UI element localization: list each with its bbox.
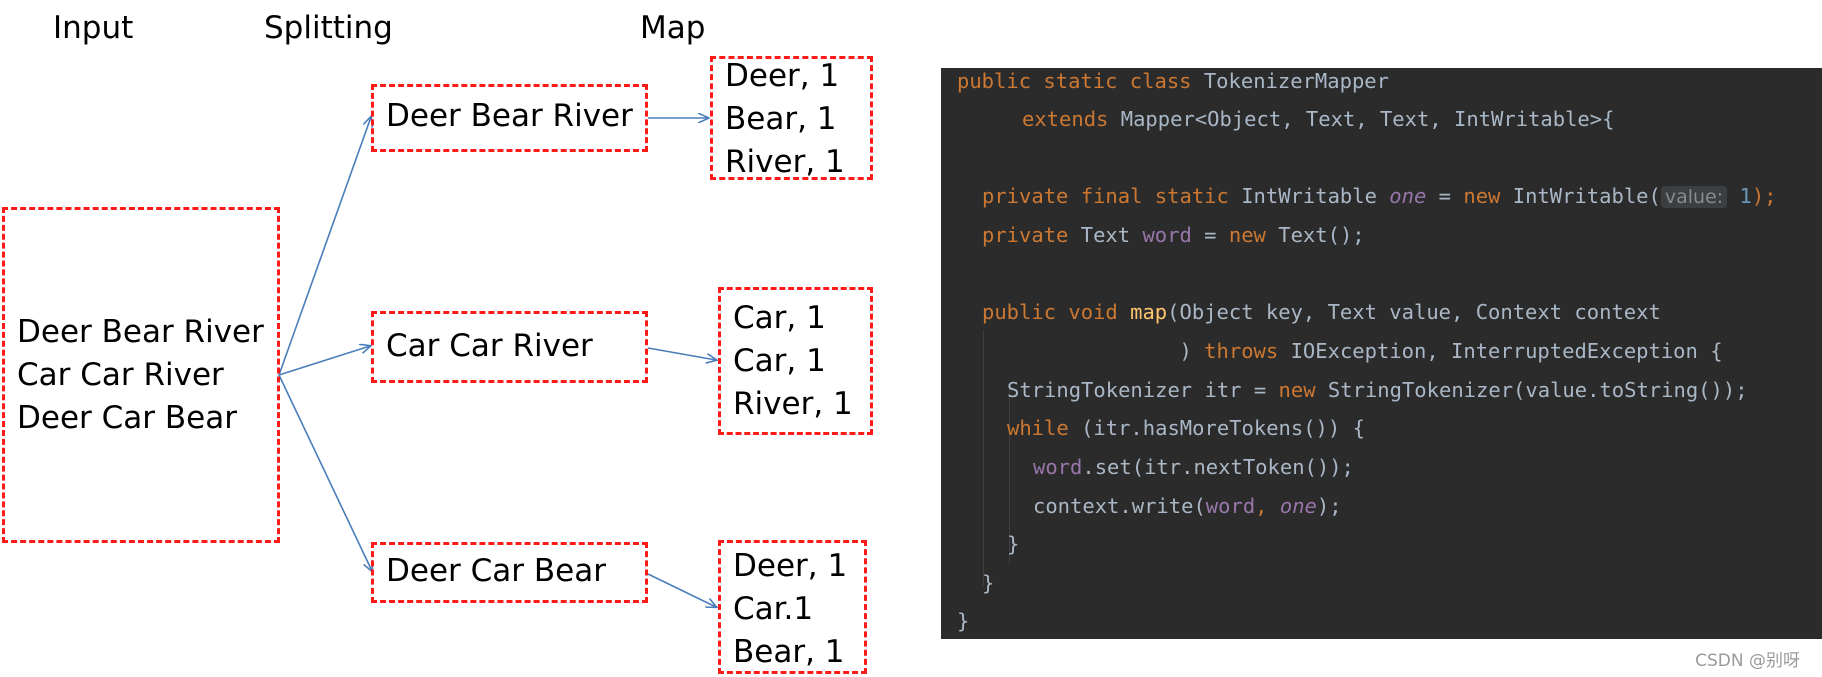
split-box-2: [371, 311, 648, 383]
watermark: CSDN @别呀: [1695, 651, 1800, 671]
code-line-9: StringTokenizer itr = new StringTokenize…: [1007, 377, 1748, 403]
code-line-7: public void map(Object key, Text value, …: [982, 299, 1661, 325]
input-line: Deer Car Bear: [17, 400, 237, 436]
code-line-14: }: [982, 570, 994, 596]
code-line-15: }: [957, 608, 969, 634]
code-keyword: new: [1463, 184, 1513, 208]
code-keyword: extends: [1022, 107, 1121, 131]
map-pair: Deer, 1: [733, 548, 848, 584]
code-text: IOException, InterruptedException {: [1290, 339, 1723, 363]
code-text: ): [982, 339, 1205, 363]
code-line-13: }: [1007, 531, 1019, 557]
code-function: map: [1130, 300, 1168, 324]
map-pair: Car, 1: [733, 300, 826, 336]
split-box-2-text: Car Car River: [386, 328, 593, 364]
code-keyword: new: [1278, 378, 1328, 402]
map-pair: River, 1: [725, 144, 845, 180]
flow-arrows: [278, 0, 940, 677]
code-classname: TokenizerMapper: [1203, 69, 1389, 93]
input-line: Car Car River: [17, 357, 224, 393]
map-pair: River, 1: [733, 386, 853, 422]
map-box-1-text: Deer, 1 Bear, 1 River, 1: [725, 55, 845, 184]
map-pair: Deer, 1: [725, 58, 840, 94]
code-text: =: [1191, 223, 1229, 247]
param-hint: value:: [1660, 186, 1728, 208]
code-type: Text: [1080, 223, 1143, 247]
map-header: Map: [640, 10, 706, 46]
code-line-1: public static class TokenizerMapper: [957, 68, 1389, 94]
code-editor-panel: public static class TokenizerMapper exte…: [941, 68, 1822, 639]
code-text: =: [1426, 184, 1464, 208]
arrow-split-to-map-3: [647, 573, 716, 607]
code-text: Mapper<Object, Text, Text, IntWritable>{: [1120, 107, 1615, 131]
input-line: Deer Bear River: [17, 314, 264, 350]
input-box: [2, 207, 280, 543]
indent-guide: [983, 330, 984, 586]
code-keyword: public void: [982, 300, 1131, 324]
code-field: one: [1279, 494, 1317, 518]
input-header: Input: [53, 10, 134, 46]
code-line-2: extends Mapper<Object, Text, Text, IntWr…: [1022, 106, 1614, 132]
code-keyword: throws: [1204, 339, 1291, 363]
split-box-1: [371, 84, 648, 152]
code-brace: }: [1007, 532, 1020, 556]
splitting-header: Splitting: [264, 10, 393, 46]
code-line-5: private Text word = new Text();: [982, 222, 1365, 248]
map-box-3: [718, 540, 867, 674]
map-pair: Bear, 1: [725, 101, 837, 137]
code-number: 1: [1727, 184, 1752, 208]
code-keyword: public static class: [957, 69, 1204, 93]
code-punct: ,: [1255, 494, 1280, 518]
code-field: word: [1033, 455, 1083, 479]
code-text: .set(itr.nextToken());: [1082, 455, 1354, 479]
input-box-text: Deer Bear River Car Car River Deer Car B…: [17, 311, 264, 440]
code-text: Text();: [1278, 223, 1365, 247]
code-line-4: private final static IntWritable one = n…: [982, 183, 1777, 210]
split-box-3: [371, 542, 648, 603]
code-field: word: [1205, 494, 1256, 518]
code-keyword: private: [982, 223, 1081, 247]
map-box-2-text: Car, 1 Car, 1 River, 1: [733, 297, 853, 426]
code-text: (itr.hasMoreTokens()) {: [1081, 416, 1365, 440]
code-text: StringTokenizer itr =: [1007, 378, 1279, 402]
arrow-input-to-split-2: [278, 346, 370, 376]
code-text: IntWritable(: [1512, 184, 1661, 208]
code-line-8: ) throws IOException, InterruptedExcepti…: [982, 338, 1723, 364]
map-pair: Car, 1: [733, 343, 826, 379]
code-brace: }: [957, 609, 970, 633]
map-box-2: [718, 287, 873, 435]
code-line-10: while (itr.hasMoreTokens()) {: [1007, 415, 1365, 441]
arrow-input-to-split-1: [278, 117, 371, 376]
code-field: word: [1142, 223, 1192, 247]
code-field: one: [1389, 184, 1427, 208]
code-text: StringTokenizer(value.toString());: [1327, 378, 1748, 402]
code-text: (Object key, Text value, Context context: [1167, 300, 1661, 324]
code-keyword: private final static: [982, 184, 1242, 208]
indent-guide: [1009, 386, 1010, 564]
code-line-12: context.write(word, one);: [1033, 493, 1342, 519]
code-brace: }: [982, 571, 995, 595]
code-text: );: [1316, 494, 1342, 518]
split-box-1-text: Deer Bear River: [386, 98, 633, 134]
code-keyword: while: [1007, 416, 1082, 440]
map-pair: Car.1: [733, 591, 814, 627]
map-box-1: [710, 56, 873, 180]
map-box-3-text: Deer, 1 Car.1 Bear, 1: [733, 545, 847, 674]
map-pair: Bear, 1: [733, 634, 845, 670]
split-box-3-text: Deer Car Bear: [386, 553, 606, 589]
code-text: context.write(: [1033, 494, 1206, 518]
code-line-11: word.set(itr.nextToken());: [1033, 454, 1354, 480]
code-punct: );: [1751, 184, 1777, 208]
code-type: IntWritable: [1241, 184, 1390, 208]
arrow-split-to-map-2: [647, 347, 716, 360]
code-keyword: new: [1228, 223, 1279, 247]
arrow-input-to-split-3: [278, 374, 372, 571]
